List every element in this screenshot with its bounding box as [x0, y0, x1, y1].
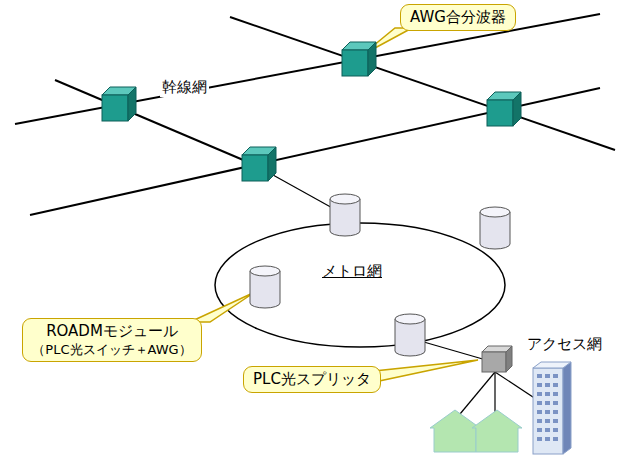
drop-line: [455, 372, 495, 420]
awg-cube: [242, 147, 276, 181]
awg-cube: [487, 92, 521, 126]
callout-box: AWG合分波器: [400, 4, 516, 31]
roadm-cylinder: [395, 314, 425, 356]
network-label: アクセス網: [525, 335, 604, 354]
callout-box: ROADMモジュール（PLC光スイッチ＋AWG）: [22, 318, 202, 362]
roadm-cylinder: [250, 266, 280, 308]
trunk-line: [55, 80, 255, 165]
awg-cube: [102, 87, 136, 121]
network-label: 幹線網: [160, 78, 209, 97]
callout-subtext: （PLC光スイッチ＋AWG）: [31, 341, 193, 358]
callout-text: ROADMモジュール: [31, 322, 193, 341]
trunk-line: [230, 17, 615, 150]
building-icon: [533, 362, 571, 454]
roadm-cylinder: [330, 194, 360, 236]
callout-text: PLC光スプリッタ: [252, 370, 372, 389]
house-icon: [430, 410, 480, 452]
trunk-line: [30, 88, 600, 215]
house-icon: [472, 410, 522, 452]
roadm-cylinder: [480, 207, 510, 249]
callout-pointer: [190, 292, 255, 322]
splitter-box: [482, 346, 512, 372]
metro-ring: [215, 223, 505, 347]
callout-box: PLC光スプリッタ: [243, 366, 381, 393]
callout-pointer: [365, 360, 478, 384]
network-label: メトロ網: [320, 262, 384, 281]
awg-cube: [342, 42, 376, 76]
callout-text: AWG合分波器: [409, 8, 507, 27]
